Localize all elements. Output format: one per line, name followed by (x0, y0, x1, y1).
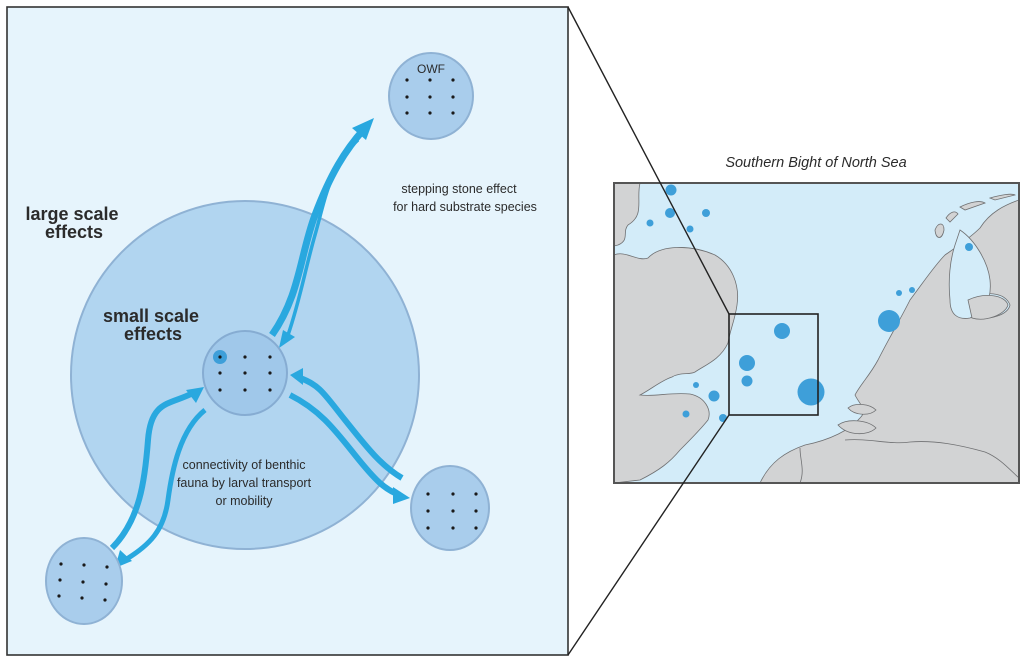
arrowheads (115, 118, 410, 568)
stepping-stone-label-line1: stepping stone effect (401, 182, 517, 196)
connectivity-label-line2: fauna by larval transport (177, 476, 312, 490)
arrows (109, 125, 404, 563)
land-uk-south (614, 247, 739, 483)
marker (686, 225, 694, 233)
marker (965, 243, 973, 251)
arrowhead-central-from-owf (279, 330, 295, 348)
marker (797, 378, 825, 406)
land-uk-north (614, 183, 641, 247)
owf-label: OWF (417, 62, 445, 76)
island-terschelling (959, 201, 986, 211)
marker (693, 382, 699, 388)
small-scale-label-line2: effects (124, 324, 182, 344)
marker (878, 310, 900, 332)
marker (741, 375, 753, 387)
zoom-extent-box (728, 313, 819, 416)
large-scale-label-line2: effects (45, 222, 103, 242)
connectivity-label-line1: connectivity of benthic (183, 458, 306, 472)
site-dots (57, 78, 478, 602)
arrowhead-central-from-left (186, 387, 204, 403)
map (614, 183, 1019, 483)
flevoland (967, 295, 1009, 320)
marker (682, 410, 690, 418)
island-zeeland-1 (847, 404, 877, 415)
island-texel (934, 223, 945, 238)
site-right (410, 465, 490, 551)
marker (646, 219, 654, 227)
arrow-central-to-right (288, 392, 402, 498)
marker (909, 287, 915, 293)
marker (665, 208, 675, 218)
small-scale-label-line1: small scale (103, 306, 199, 326)
arrowhead-right (393, 487, 410, 504)
border-nl-be (844, 439, 1019, 479)
marker (665, 184, 677, 196)
connector-top (567, 6, 730, 315)
island-vlieland (945, 211, 959, 223)
arrow-central-to-left (123, 408, 207, 563)
marker (774, 323, 790, 339)
country-borders (799, 439, 1019, 483)
arrowhead-owf (352, 118, 374, 140)
marker (739, 355, 755, 371)
arrow-owf-to-central (286, 138, 360, 336)
island-zeeland-2 (837, 420, 877, 435)
marker (708, 390, 720, 402)
arrowhead-central-from-right (290, 368, 303, 385)
marker (896, 290, 902, 296)
land (614, 183, 1019, 483)
map-title: Southern Bight of North Sea (725, 155, 906, 171)
arrow-right-to-central (298, 375, 404, 481)
map-frame (613, 182, 1020, 484)
arrow-left-to-central (109, 390, 195, 551)
large-scale-label-line1: large scale (25, 204, 118, 224)
connectivity-label-line3: or mobility (216, 494, 274, 508)
border-be-fr (799, 447, 803, 483)
stepping-stone-label-line2: for hard substrate species (393, 200, 537, 214)
marker (702, 209, 710, 217)
connector-bottom (567, 414, 730, 656)
island-ameland (988, 193, 1016, 201)
